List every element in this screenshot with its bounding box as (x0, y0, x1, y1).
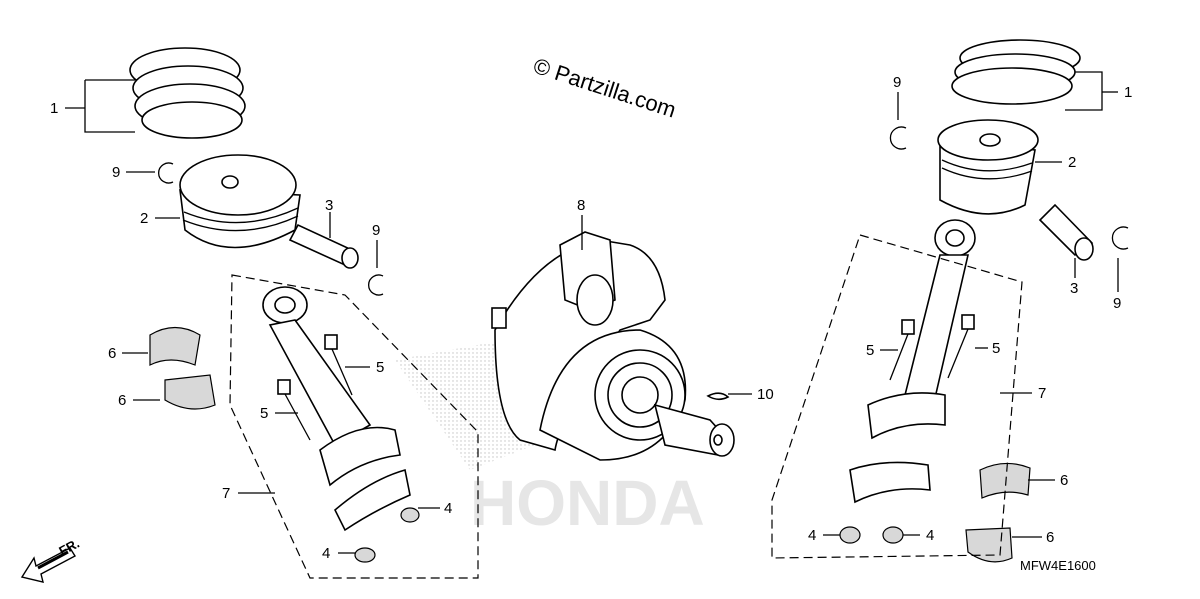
left-piston-pin-clip-lower[interactable] (367, 274, 384, 296)
left-rod-cap[interactable] (334, 468, 411, 532)
callout-10-key: 10 (757, 386, 774, 403)
callout-4-right-a: 4 (808, 527, 816, 544)
right-rod-bolt-left[interactable] (889, 319, 915, 381)
right-piston[interactable] (937, 119, 1039, 215)
callout-3-right: 3 (1070, 280, 1078, 297)
callout-6-right-lower: 6 (1046, 529, 1054, 546)
right-rod-nut-b[interactable] (882, 526, 904, 544)
left-piston[interactable] (179, 154, 301, 249)
right-rod-nut-a[interactable] (839, 526, 861, 544)
callout-9-right-upper: 9 (893, 74, 901, 91)
right-rod-assembly-outline (771, 234, 1023, 559)
right-piston-rings[interactable] (951, 39, 1081, 105)
callout-5-right-right: 5 (992, 340, 1000, 357)
callout-4-right-b: 4 (926, 527, 934, 544)
right-piston-pin[interactable] (1038, 203, 1094, 261)
callout-3-left: 3 (325, 197, 333, 214)
callout-4-left-b: 4 (322, 545, 330, 562)
callout-6-left-upper: 6 (108, 345, 116, 362)
left-rod-bolt-lower[interactable] (277, 379, 311, 441)
callout-7-right: 7 (1038, 385, 1046, 402)
callout-6-right-upper: 6 (1060, 472, 1068, 489)
right-rod-cap[interactable] (849, 461, 931, 504)
left-rod-nut-b[interactable] (354, 547, 376, 563)
left-bearing-lower[interactable] (164, 374, 216, 410)
right-piston-pin-clip-lower[interactable] (1111, 226, 1129, 250)
callout-1-right: 1 (1124, 84, 1132, 101)
right-bearing-upper[interactable] (979, 462, 1031, 499)
left-piston-pin[interactable] (288, 223, 359, 269)
right-bearing-lower[interactable] (965, 527, 1013, 563)
callout-1-left: 1 (50, 100, 58, 117)
right-piston-pin-clip-upper[interactable] (889, 126, 907, 150)
crankshaft[interactable] (491, 231, 735, 461)
diagram-code: MFW4E1600 (1020, 558, 1096, 573)
callout-5-left-lower: 5 (260, 405, 268, 422)
callout-4-left-a: 4 (444, 500, 452, 517)
crankshaft-key[interactable] (706, 392, 730, 401)
callout-6-left-lower: 6 (118, 392, 126, 409)
right-callout-lines (823, 71, 1119, 538)
center-callout-lines (581, 215, 752, 395)
copyright-watermark: © Partzilla.com (530, 53, 679, 123)
left-piston-rings[interactable] (129, 47, 246, 139)
front-direction-arrow-icon (20, 547, 76, 583)
callout-5-left-upper: 5 (376, 359, 384, 376)
callout-8-crankshaft: 8 (577, 197, 585, 214)
left-piston-pin-clip-upper[interactable] (157, 162, 174, 184)
left-rod-bolt-upper[interactable] (324, 334, 353, 396)
callout-9-left-upper: 9 (112, 164, 120, 181)
brand-watermark: HONDA (470, 467, 705, 539)
left-bearing-upper[interactable] (149, 326, 201, 366)
right-connecting-rod[interactable] (867, 219, 976, 440)
callout-9-right-lower: 9 (1113, 295, 1121, 312)
left-rod-nut-a[interactable] (400, 507, 420, 523)
callout-2-right: 2 (1068, 154, 1076, 171)
right-rod-bolt-right[interactable] (947, 314, 975, 379)
callout-9-left-lower: 9 (372, 222, 380, 239)
callout-5-right-left: 5 (866, 342, 874, 359)
callout-2-left: 2 (140, 210, 148, 227)
callout-7-left: 7 (222, 485, 230, 502)
left-connecting-rod[interactable] (262, 286, 401, 487)
left-callout-lines (65, 79, 440, 554)
left-rod-assembly-outline (229, 274, 479, 579)
